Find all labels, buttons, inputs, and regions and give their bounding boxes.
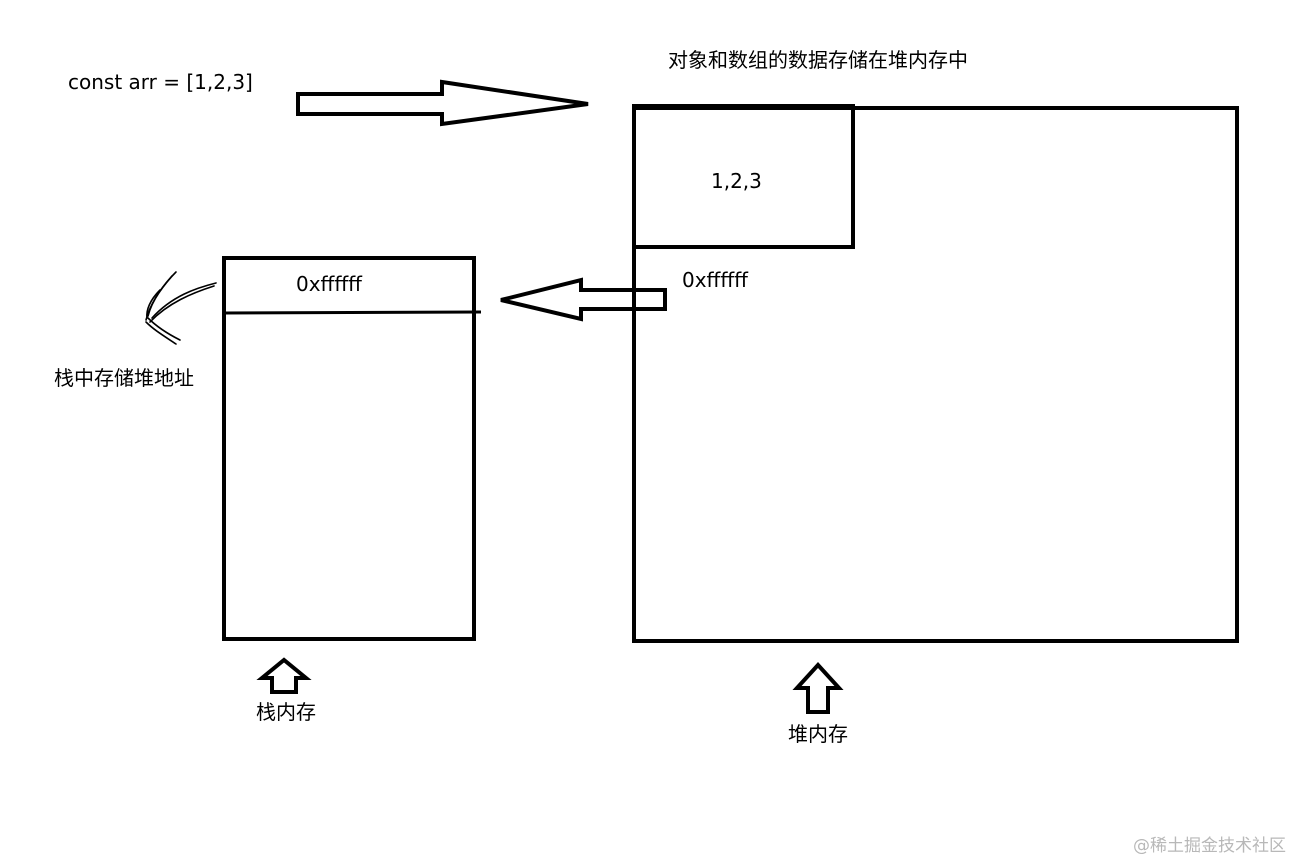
hand-drawn-pointer-icon	[145, 271, 217, 345]
stack-slot-divider	[223, 310, 482, 315]
watermark: @稀土掘金技术社区	[1133, 836, 1286, 856]
heap-data-box	[632, 104, 855, 249]
stack-memory-label: 栈内存	[256, 700, 316, 724]
right-arrow-icon	[296, 79, 589, 127]
heap-title: 对象和数组的数据存储在堆内存中	[668, 48, 968, 72]
heap-memory-label: 堆内存	[788, 722, 848, 746]
stack-address: 0xffffff	[296, 272, 362, 296]
stack-memory-box	[222, 256, 476, 641]
heap-stored-values: 1,2,3	[711, 169, 762, 193]
heap-memory-box	[632, 106, 1239, 643]
left-arrow-icon	[500, 277, 667, 322]
heap-address: 0xffffff	[682, 268, 748, 292]
stack-annotation: 栈中存储堆地址	[54, 366, 194, 390]
stack-up-arrow-icon	[256, 657, 312, 694]
code-declaration: const arr = [1,2,3]	[68, 70, 253, 94]
heap-up-arrow-icon	[792, 662, 844, 714]
